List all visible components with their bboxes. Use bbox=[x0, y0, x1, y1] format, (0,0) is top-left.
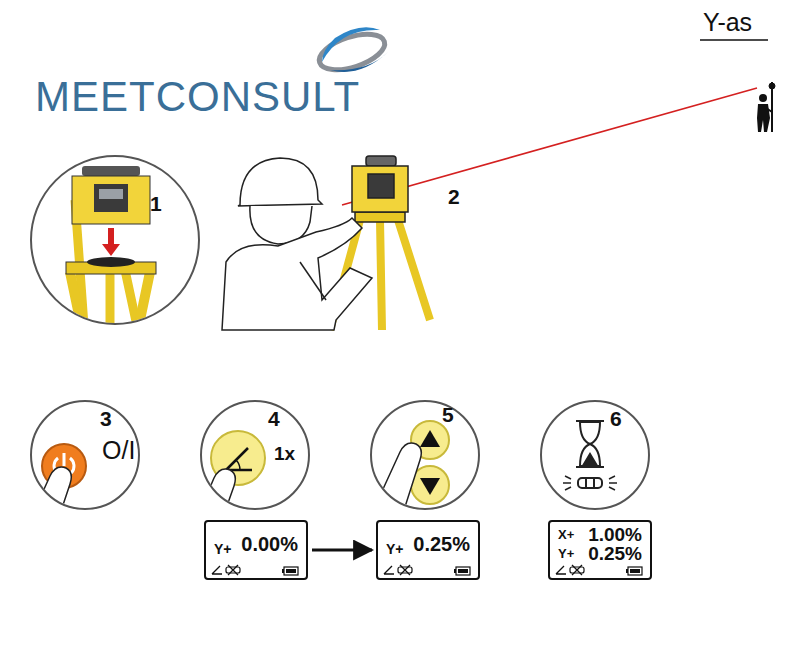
step-circle: 4 1x bbox=[200, 400, 310, 510]
button-label: O/I bbox=[102, 438, 135, 463]
mount-illustration bbox=[66, 166, 156, 340]
button-label: 1x bbox=[274, 444, 295, 463]
display-icons bbox=[630, 569, 640, 573]
hourglass-level-illustration bbox=[580, 422, 600, 466]
mount-illustration bbox=[82, 166, 140, 176]
callout-number: 1 bbox=[150, 193, 162, 214]
lcd-display: X+ 1.00% Y+ 0.25% bbox=[548, 520, 652, 580]
power-button-illustration bbox=[63, 453, 66, 466]
arrow-buttons-illustration bbox=[378, 421, 449, 510]
logo-swirl bbox=[315, 27, 389, 77]
display-icons bbox=[384, 566, 394, 574]
mount-illustration bbox=[87, 257, 135, 267]
logo-swirl bbox=[330, 52, 388, 72]
label-underline bbox=[700, 39, 768, 41]
worker-illustration bbox=[300, 262, 326, 300]
hourglass-level-illustration bbox=[578, 478, 602, 488]
logo-text: MEETCONSULT bbox=[35, 76, 360, 118]
display-icons bbox=[556, 566, 566, 574]
arrow-buttons-illustration bbox=[420, 430, 440, 447]
lcd-display: Y+ 0.00% bbox=[204, 520, 308, 580]
display-icons bbox=[572, 565, 582, 575]
mount-illustration bbox=[108, 228, 114, 246]
display-icons bbox=[286, 569, 296, 573]
flow-arrow bbox=[312, 549, 372, 552]
display-icons bbox=[456, 567, 470, 575]
hourglass-level-illustration bbox=[563, 421, 617, 490]
worker-illustration bbox=[222, 156, 430, 330]
display-reading: 1.00% bbox=[588, 525, 642, 544]
display-icons bbox=[228, 565, 238, 575]
worker-illustration bbox=[366, 156, 396, 166]
lcd-display: Y+ 0.25% bbox=[376, 520, 480, 580]
hourglass-level-illustration bbox=[584, 454, 596, 464]
step-circle: 1 bbox=[30, 155, 200, 325]
display-icons bbox=[212, 565, 298, 575]
logo-swirl bbox=[315, 27, 389, 77]
surveyor-figure bbox=[769, 83, 775, 89]
callout-number: 4 bbox=[268, 408, 280, 429]
logo-swirl bbox=[322, 27, 380, 62]
surveyor-figure bbox=[759, 94, 767, 102]
display-icons bbox=[628, 567, 642, 575]
hourglass-level-illustration bbox=[585, 478, 587, 488]
axis-label: Y-as bbox=[703, 10, 752, 35]
display-reading: 0.25% bbox=[413, 534, 470, 554]
display-reading: Y+ bbox=[386, 542, 404, 556]
display-reading: 0.25% bbox=[588, 544, 642, 563]
worker-illustration bbox=[222, 218, 372, 330]
slope-button-illustration bbox=[196, 431, 265, 520]
mount-illustration bbox=[94, 184, 128, 212]
callout-number: 6 bbox=[610, 408, 622, 429]
display-icons bbox=[626, 569, 628, 573]
display-icons bbox=[212, 565, 642, 575]
worker-illustration bbox=[352, 166, 408, 212]
display-icons bbox=[212, 566, 222, 574]
display-reading: X+ bbox=[558, 528, 574, 541]
display-reading: Y+ bbox=[558, 547, 574, 560]
hourglass-level-illustration bbox=[563, 476, 617, 490]
surveyor-figure bbox=[766, 108, 772, 112]
worker-illustration bbox=[355, 212, 405, 222]
mount-illustration bbox=[70, 272, 150, 320]
step-circle: 6 bbox=[540, 400, 650, 510]
display-icons bbox=[400, 565, 410, 575]
display-icons bbox=[556, 565, 642, 575]
step-circle: 3O/I bbox=[30, 400, 140, 510]
surveyor-figure bbox=[757, 82, 775, 132]
slope-button-illustration bbox=[196, 469, 235, 520]
worker-illustration bbox=[238, 158, 322, 206]
callout-number: 2 bbox=[448, 186, 460, 207]
mount-illustration bbox=[72, 176, 150, 224]
worker-illustration bbox=[368, 174, 394, 198]
display-reading: Y+ bbox=[214, 542, 232, 556]
callout-number: 3 bbox=[100, 408, 112, 429]
display-icons bbox=[282, 569, 284, 573]
callout-number: 5 bbox=[442, 404, 454, 425]
power-button-illustration bbox=[30, 467, 71, 520]
arrow-buttons-illustration bbox=[420, 478, 440, 495]
arrow-buttons-illustration bbox=[378, 443, 421, 510]
display-icons bbox=[458, 569, 468, 573]
display-icons bbox=[454, 569, 456, 573]
mount-illustration bbox=[99, 189, 123, 199]
display-icons bbox=[284, 567, 298, 575]
mount-illustration bbox=[102, 244, 120, 256]
slope-button-illustration bbox=[226, 448, 252, 470]
hourglass-level-illustration bbox=[593, 478, 595, 488]
display-icons bbox=[384, 565, 470, 575]
step-circle: 5 bbox=[370, 400, 480, 510]
display-reading: 0.00% bbox=[241, 534, 298, 554]
slope-button-illustration bbox=[236, 460, 240, 470]
